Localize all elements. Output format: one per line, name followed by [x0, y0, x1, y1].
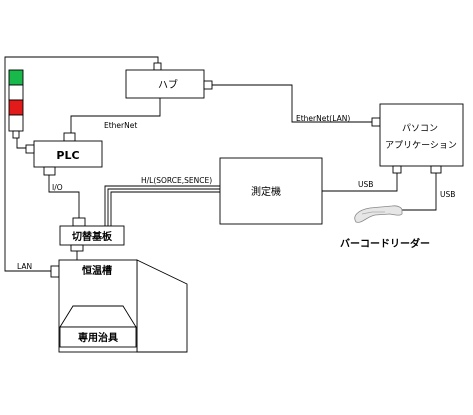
ethernet-label: EtherNet [104, 121, 137, 130]
plc-top-port [63, 132, 76, 142]
plc-label: PLC [56, 149, 79, 162]
io-label: I/O [52, 183, 63, 192]
measuring-instrument: 測定機 [219, 157, 323, 225]
chamber-label: 恒温槽 [82, 264, 112, 277]
tower-body [8, 114, 24, 132]
switch-top-port [72, 217, 86, 227]
hl-cable-bundle [104, 185, 220, 228]
connection-lines [4, 56, 437, 272]
barcode-label: バーコードリーダー [340, 237, 430, 250]
tower-green-light [8, 69, 24, 86]
lan-label: LAN [17, 262, 32, 271]
plc-left-port [25, 144, 35, 154]
thermostatic-chamber: 恒温槽 専用治具 [50, 259, 188, 353]
tower-red-light [8, 99, 24, 116]
tower-base [12, 130, 20, 139]
hub-right-port [203, 80, 213, 90]
switch-box [59, 225, 125, 246]
hub-label: ハブ [158, 78, 178, 91]
chamber-side-port [50, 265, 60, 278]
usb-label-barcode: USB [440, 190, 455, 199]
lan-line [4, 56, 159, 272]
pc-usb-port-2 [430, 165, 442, 174]
pc: パソコン アプリケーション [371, 103, 464, 174]
usb-measure-pc-line [322, 171, 398, 192]
io-line [48, 167, 80, 218]
plc-box [33, 140, 103, 168]
pc-left-port [371, 117, 381, 127]
plc-bottom-port [43, 166, 56, 176]
jig-top [59, 305, 137, 328]
usb-label-measure: USB [358, 180, 373, 189]
pc-usb-port-1 [392, 165, 402, 174]
barcode-reader-icon [354, 205, 403, 223]
signal-tower [8, 69, 24, 139]
chamber-door [136, 259, 188, 353]
jig-box [59, 326, 137, 348]
hub-box [125, 69, 205, 99]
tower-white-light [8, 84, 24, 101]
switch-label: 切替基板 [72, 230, 113, 243]
measuring-label: 測定機 [251, 185, 281, 198]
jig-label: 専用治具 [78, 331, 118, 344]
hl-label: H/L(SORCE,SENCE) [141, 176, 212, 185]
switch-bottom-port [70, 244, 84, 252]
ethernet-lan-label: EtherNet(LAN) [296, 114, 350, 123]
ethernet-plc-hub-line [70, 98, 161, 133]
pc-label-line1: パソコン [402, 123, 438, 134]
switch-board: 切替基板 [59, 217, 125, 252]
hub-top-port [153, 62, 162, 71]
measuring-box [219, 157, 323, 225]
usb-barcode-pc-line [402, 172, 437, 211]
ethernet-lan-hub-pc-line [212, 84, 376, 123]
pc-label-line2: アプリケーション [385, 140, 457, 151]
barcode-reader: バーコードリーダー [340, 205, 430, 250]
pc-box [379, 103, 464, 167]
plc: PLC [25, 132, 103, 176]
hub: ハブ [125, 62, 213, 99]
